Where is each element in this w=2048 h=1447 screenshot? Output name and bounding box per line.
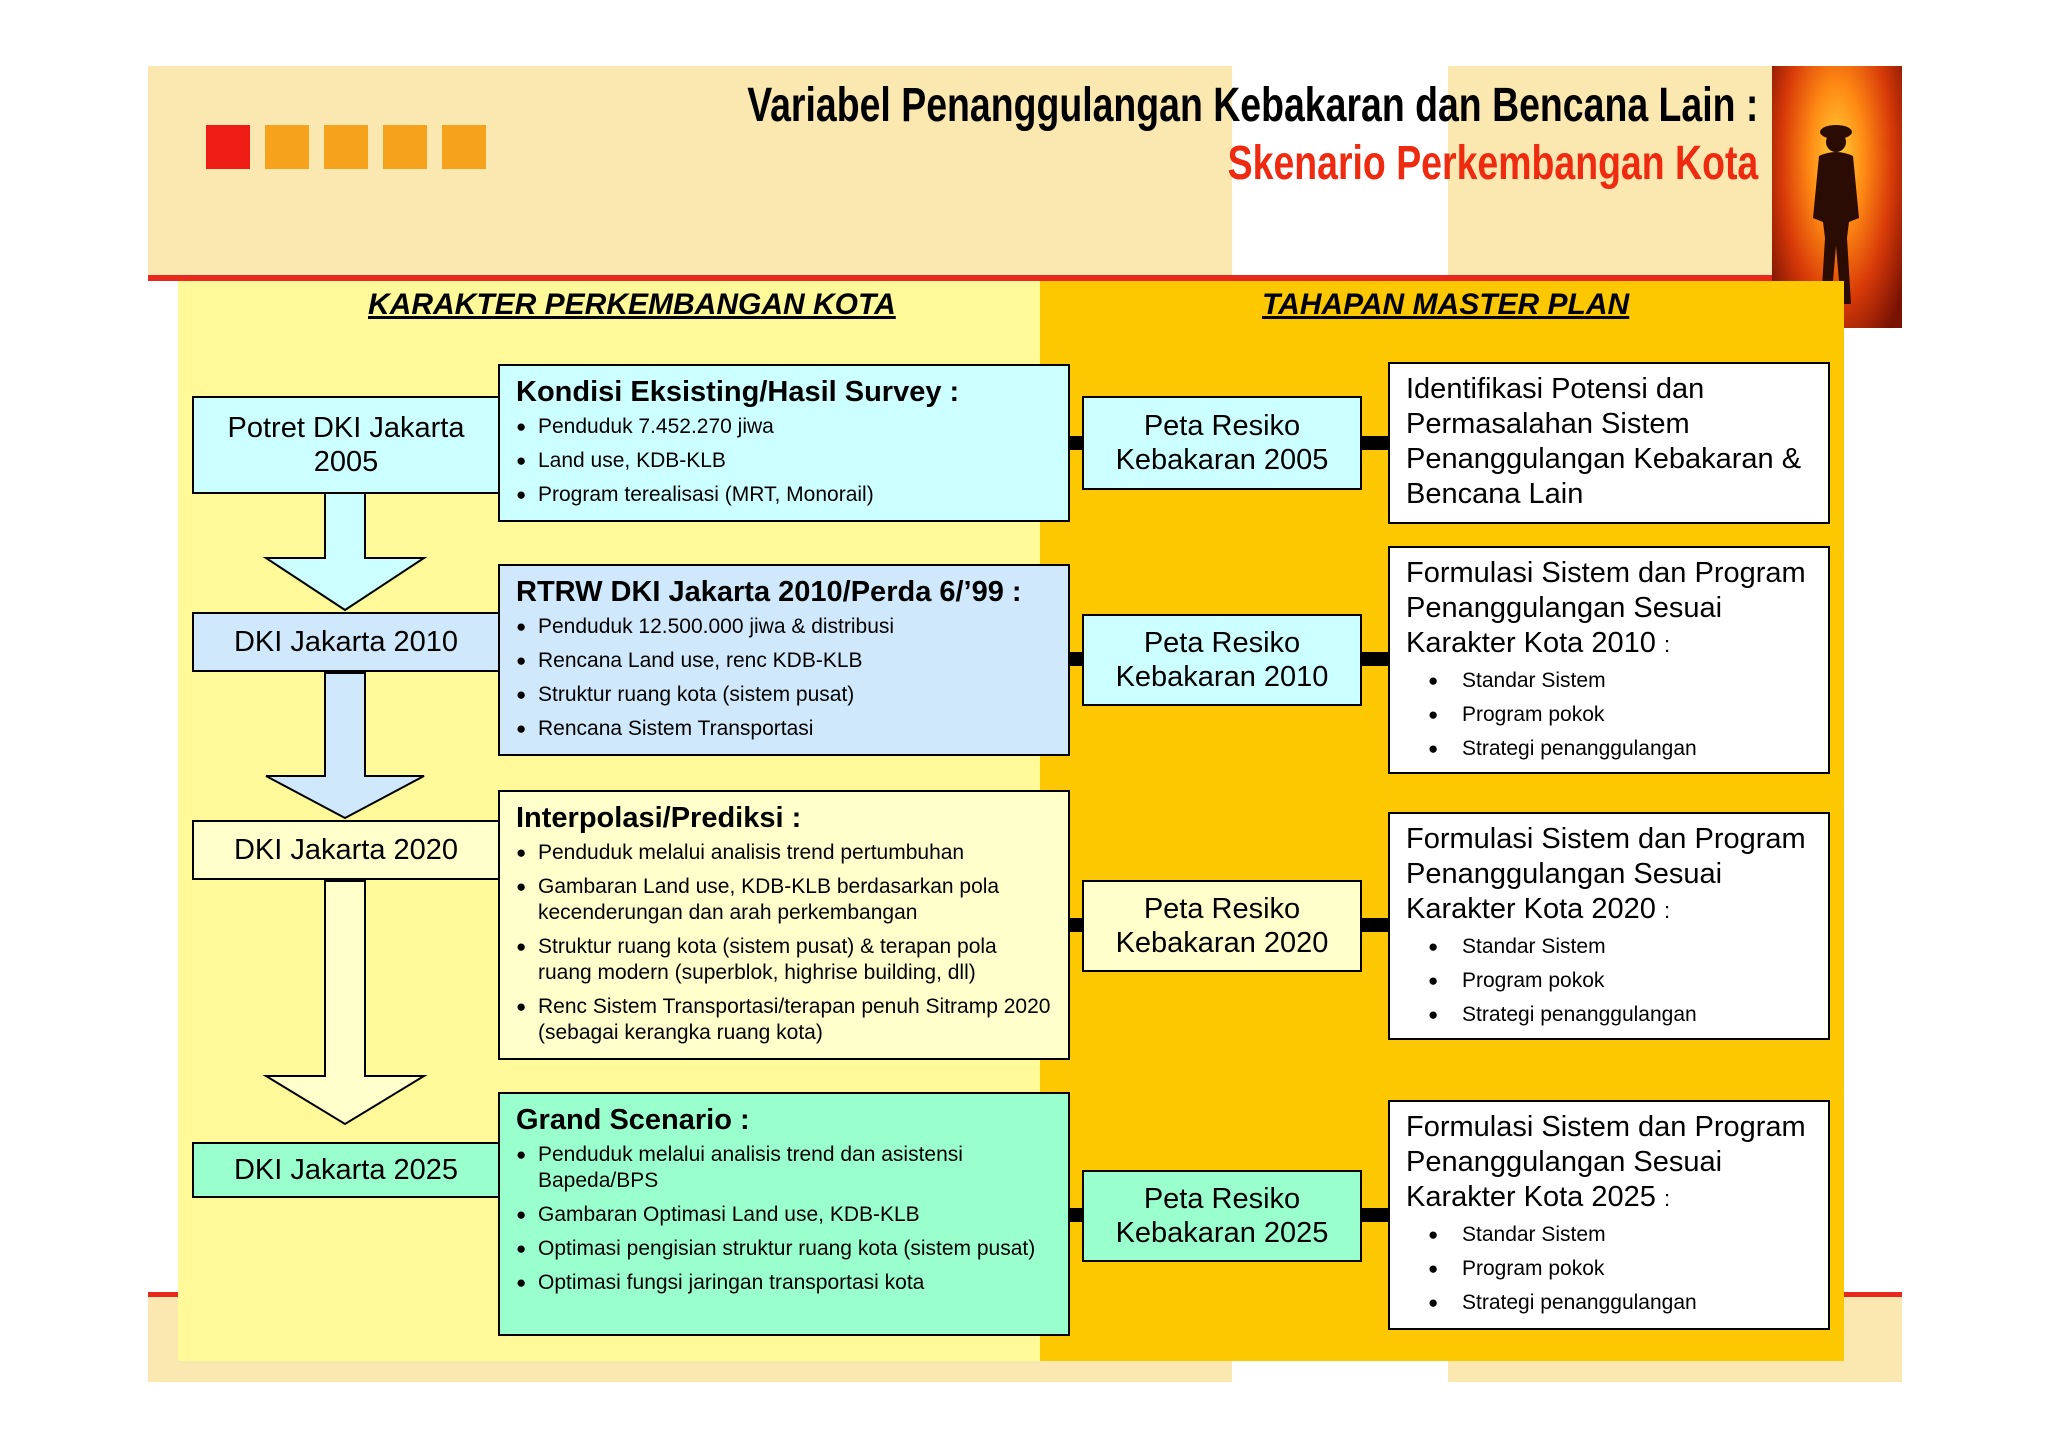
connector (1070, 918, 1084, 932)
list-item: Strategi penanggulangan (1406, 1290, 1816, 1316)
list-item: Rencana Land use, renc KDB-KLB (516, 648, 1056, 674)
list-item: Penduduk melalui analisis trend dan asis… (516, 1142, 1056, 1194)
list-item: Struktur ruang kota (sistem pusat) (516, 682, 1056, 708)
list-item: Gambaran Optimasi Land use, KDB-KLB (516, 1202, 1056, 1228)
list-item: Program terealisasi (MRT, Monorail) (516, 482, 1056, 508)
list-item: Optimasi fungsi jaringan transportasi ko… (516, 1270, 1056, 1296)
plan-list: Standar Sistem Program pokok Strategi pe… (1406, 1222, 1816, 1316)
firefighter-silhouette-icon (1813, 125, 1859, 304)
list-item: Strategi penanggulangan (1406, 1002, 1816, 1028)
plan-box-text: Identifikasi Potensi dan Permasalahan Si… (1406, 373, 1802, 510)
list-item: Strategi penanggulangan (1406, 736, 1816, 762)
info-box-interpolasi: Interpolasi/Prediksi : Penduduk melalui … (498, 790, 1070, 1060)
plan-box-suffix: : (1663, 1186, 1671, 1211)
year-box-2010: DKI Jakarta 2010 (192, 612, 500, 672)
plan-box-identifikasi: Identifikasi Potensi dan Permasalahan Si… (1388, 362, 1830, 524)
plan-box-2020: Formulasi Sistem dan Program Penanggulan… (1388, 812, 1830, 1040)
info-list: Penduduk melalui analisis trend dan asis… (516, 1142, 1056, 1296)
list-item: Struktur ruang kota (sistem pusat) & ter… (516, 934, 1056, 986)
info-box-grand-scenario: Grand Scenario : Penduduk melalui analis… (498, 1092, 1070, 1336)
list-item: Program pokok (1406, 702, 1816, 728)
page-title: Variabel Penanggulangan Kebakaran dan Be… (746, 79, 1758, 132)
info-box-title: RTRW DKI Jakarta 2010/Perda 6/’99 : (516, 576, 1022, 608)
deco-square-orange (324, 125, 368, 169)
list-item: Standar Sistem (1406, 1222, 1816, 1248)
year-box-2020: DKI Jakarta 2020 (192, 820, 500, 880)
header-band (148, 66, 1232, 278)
connector (1070, 436, 1084, 450)
deco-square-orange (383, 125, 427, 169)
info-list: Penduduk melalui analisis trend pertumbu… (516, 840, 1056, 1046)
list-item: Rencana Sistem Transportasi (516, 716, 1056, 742)
list-item: Standar Sistem (1406, 934, 1816, 960)
connector (1360, 652, 1388, 666)
info-list: Penduduk 12.500.000 jiwa & distribusi Re… (516, 614, 1056, 742)
plan-box-suffix: : (1663, 898, 1671, 923)
connector (1070, 1208, 1084, 1222)
connector (1360, 1208, 1388, 1222)
info-list: Penduduk 7.452.270 jiwa Land use, KDB-KL… (516, 414, 1056, 508)
connector (1070, 652, 1084, 666)
peta-resiko-2010: Peta Resiko Kebakaran 2010 (1082, 614, 1362, 706)
connector (1360, 918, 1388, 932)
down-arrow-icon (262, 492, 428, 612)
plan-box-2010: Formulasi Sistem dan Program Penanggulan… (1388, 546, 1830, 774)
list-item: Renc Sistem Transportasi/terapan penuh S… (516, 994, 1056, 1046)
plan-box-text-main: Formulasi Sistem dan Program Penanggulan… (1406, 557, 1806, 659)
info-box-title: Kondisi Eksisting/Hasil Survey : (516, 376, 960, 408)
list-item: Program pokok (1406, 968, 1816, 994)
year-box-2025: DKI Jakarta 2025 (192, 1142, 500, 1198)
year-box-2005: Potret DKI Jakarta 2005 (192, 396, 500, 494)
deco-square-red (206, 125, 250, 169)
header-rule (148, 275, 1772, 281)
info-box-title: Grand Scenario : (516, 1104, 750, 1136)
list-item: Penduduk 12.500.000 jiwa & distribusi (516, 614, 1056, 640)
peta-resiko-2005: Peta Resiko Kebakaran 2005 (1082, 396, 1362, 490)
list-item: Optimasi pengisian struktur ruang kota (… (516, 1236, 1056, 1262)
peta-resiko-2020: Peta Resiko Kebakaran 2020 (1082, 880, 1362, 972)
plan-box-2025: Formulasi Sistem dan Program Penanggulan… (1388, 1100, 1830, 1330)
list-item: Land use, KDB-KLB (516, 448, 1056, 474)
plan-box-text: Formulasi Sistem dan Program Penanggulan… (1406, 1110, 1816, 1216)
plan-box-suffix: : (1663, 632, 1671, 657)
right-section-heading: TAHAPAN MASTER PLAN (1262, 288, 1630, 321)
list-item: Standar Sistem (1406, 668, 1816, 694)
list-item: Penduduk melalui analisis trend pertumbu… (516, 840, 1056, 866)
info-box-rtrw: RTRW DKI Jakarta 2010/Perda 6/’99 : Pend… (498, 564, 1070, 756)
peta-resiko-2025: Peta Resiko Kebakaran 2025 (1082, 1170, 1362, 1262)
plan-box-text: Formulasi Sistem dan Program Penanggulan… (1406, 822, 1816, 928)
page-subtitle: Skenario Perkembangan Kota (1227, 137, 1758, 190)
left-section-heading: KARAKTER PERKEMBANGAN KOTA (368, 288, 896, 321)
list-item: Penduduk 7.452.270 jiwa (516, 414, 1056, 440)
list-item: Gambaran Land use, KDB-KLB berdasarkan p… (516, 874, 1056, 926)
list-item: Program pokok (1406, 1256, 1816, 1282)
plan-box-text-main: Formulasi Sistem dan Program Penanggulan… (1406, 1111, 1806, 1213)
info-box-kondisi-eksisting: Kondisi Eksisting/Hasil Survey : Pendudu… (498, 364, 1070, 522)
plan-list: Standar Sistem Program pokok Strategi pe… (1406, 668, 1816, 762)
plan-box-text-main: Formulasi Sistem dan Program Penanggulan… (1406, 823, 1806, 925)
down-arrow-icon (262, 880, 428, 1126)
info-box-title: Interpolasi/Prediksi : (516, 802, 802, 834)
deco-square-orange (265, 125, 309, 169)
deco-square-orange (442, 125, 486, 169)
connector (1360, 436, 1388, 450)
down-arrow-icon (265, 672, 425, 820)
plan-box-text: Formulasi Sistem dan Program Penanggulan… (1406, 556, 1816, 662)
plan-list: Standar Sistem Program pokok Strategi pe… (1406, 934, 1816, 1028)
header-band-right (1448, 66, 1772, 278)
